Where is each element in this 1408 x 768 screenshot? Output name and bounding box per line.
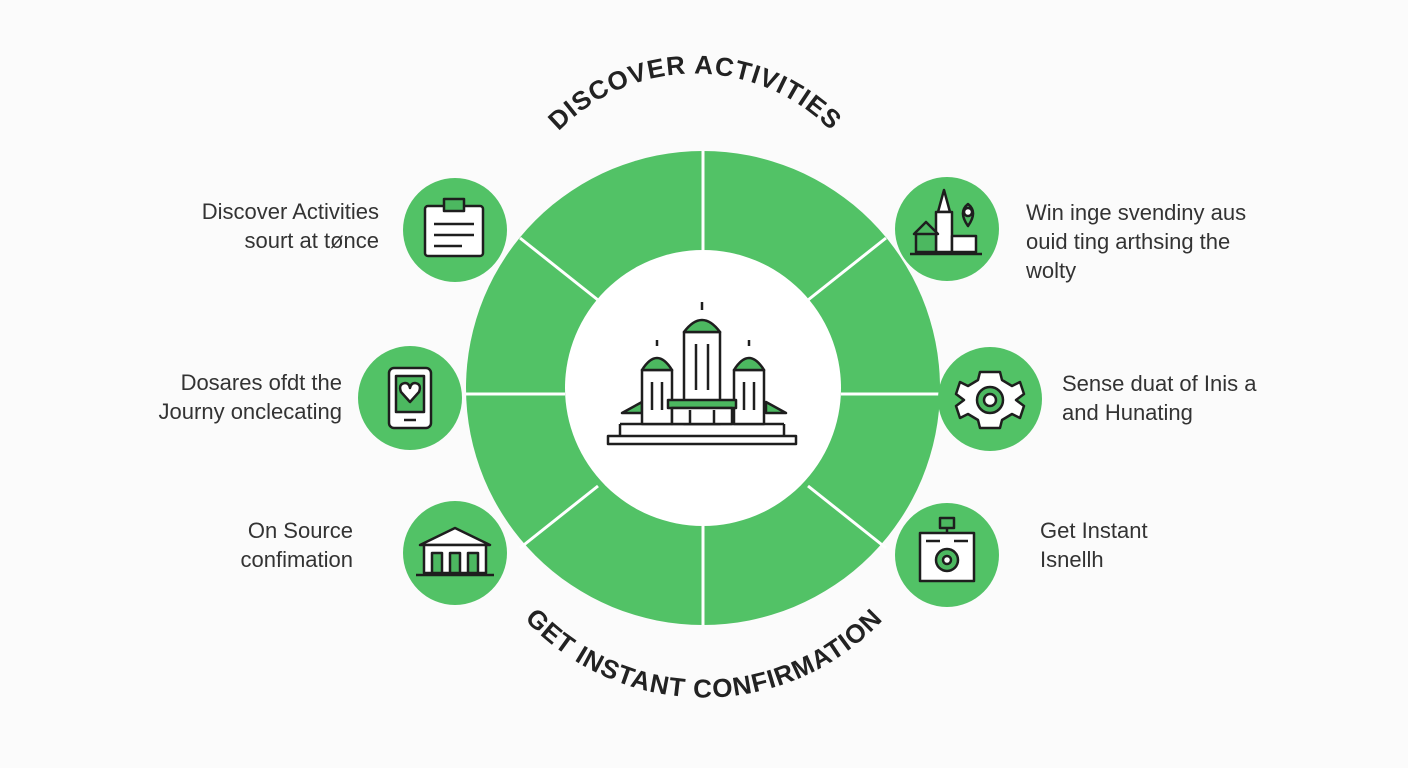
label-line: ouid ting arthsing the <box>1026 229 1231 254</box>
label-line: On Source <box>247 518 353 543</box>
label-line: sourt at tønce <box>244 228 379 253</box>
label-city: Win inge svendiny aus ouid ting arthsing… <box>1026 198 1246 285</box>
label-line: wolty <box>1026 258 1077 283</box>
label-journey: Dosares ofdt the Journy onclecating <box>159 368 342 426</box>
top-arc-title: DISCOVER ACTIVITIES <box>542 49 848 135</box>
certificate-icon <box>918 516 976 583</box>
satellite-tablet <box>358 346 462 450</box>
label-on-source: On Source confimation <box>240 516 353 574</box>
label-line: Get Instant <box>1040 518 1148 543</box>
ring-dividers <box>466 151 940 625</box>
label-sense: Sense duat of Inis a and Hunating <box>1062 369 1256 427</box>
satellite-townhall <box>403 501 507 605</box>
label-get-instant: Get Instant Isnellh <box>1040 516 1148 574</box>
satellite-city <box>895 177 999 281</box>
label-discover-activities: Discover Activities sourt at tønce <box>202 197 379 255</box>
top-arc-title-text: DISCOVER ACTIVITIES <box>542 49 847 135</box>
label-line: and Hunating <box>1062 400 1193 425</box>
label-line: Dosares ofdt the <box>180 370 342 395</box>
label-line: Win inge svendiny aus <box>1026 200 1247 225</box>
city-location-icon <box>910 188 982 256</box>
satellite-certificate <box>895 503 999 607</box>
label-line: Journy onclecating <box>158 399 342 424</box>
satellite-gear <box>938 347 1042 451</box>
tablet-heart-icon <box>387 366 433 430</box>
label-line: Isnellh <box>1040 547 1104 572</box>
clipboard-icon <box>423 197 485 258</box>
gear-target-icon <box>954 370 1026 430</box>
label-line: Sense duat of Inis a <box>1062 371 1257 396</box>
townhall-icon <box>416 526 494 577</box>
satellite-clipboard <box>403 178 507 282</box>
label-line: confimation <box>240 547 353 572</box>
label-line: Discover Activities <box>201 199 379 224</box>
building-complex-icon <box>606 302 798 446</box>
